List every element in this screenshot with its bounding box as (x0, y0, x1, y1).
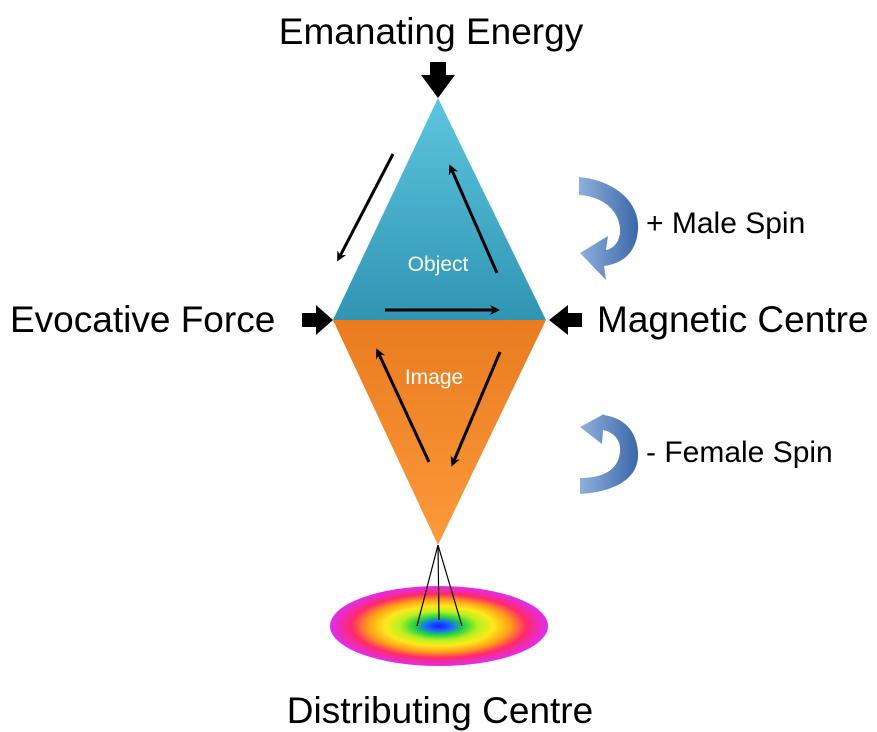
projection-line (437, 544, 440, 621)
flow-arrow (448, 164, 499, 274)
curved-arrow-icon (579, 177, 639, 280)
block-arrow-icon (421, 62, 455, 98)
lower-triangle (333, 320, 546, 545)
flow-arrow (375, 348, 431, 463)
projection-line (437, 544, 463, 627)
image-label: Image (405, 366, 463, 389)
rainbow-disc-icon (330, 586, 548, 666)
female-spin-label: - Female Spin (646, 436, 833, 469)
object-label: Object (408, 253, 469, 276)
block-arrow-icon (549, 305, 582, 335)
projection-line (416, 544, 439, 627)
emanating-energy-label: Emanating Energy (279, 11, 584, 52)
flow-arrow (450, 351, 502, 467)
distributing-centre-label: Distributing Centre (287, 690, 593, 731)
evocative-force-label: Evocative Force (10, 299, 275, 340)
male-spin-label: + Male Spin (646, 207, 805, 240)
block-arrow-icon (302, 305, 333, 335)
flow-arrow (337, 153, 395, 262)
magnetic-centre-label: Magnetic Centre (597, 299, 868, 340)
curved-arrow-icon (580, 414, 639, 494)
